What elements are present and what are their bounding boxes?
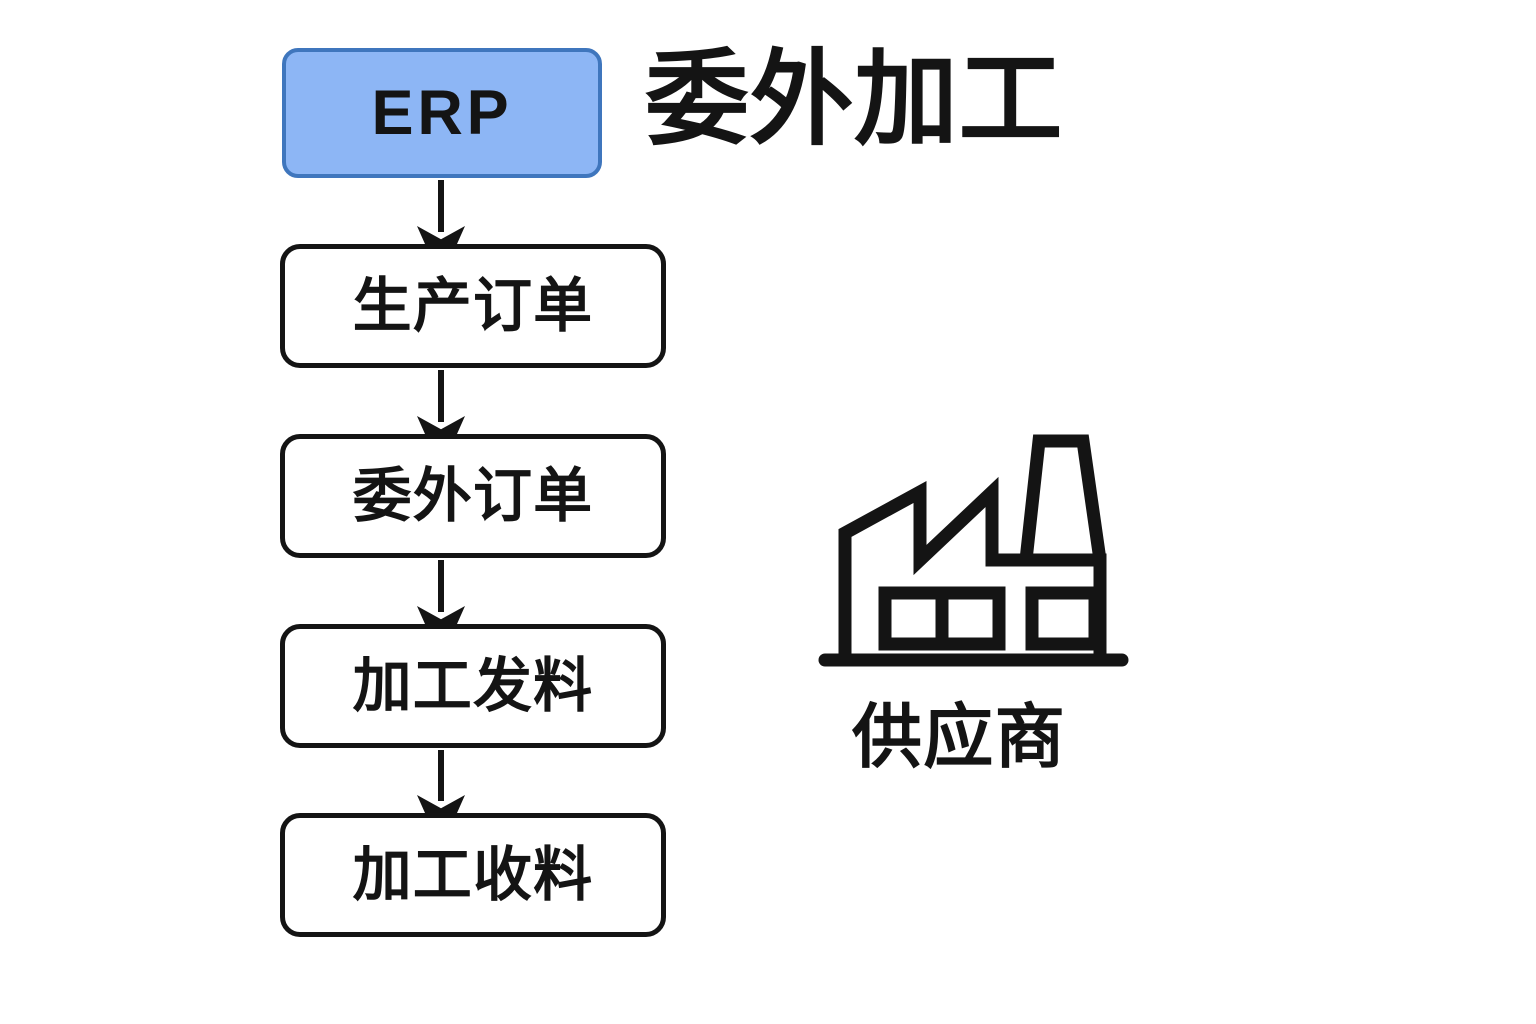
flow-node-erp[interactable]: ERP	[282, 48, 602, 178]
factory-icon	[818, 434, 1129, 667]
flow-node-material-receipt-label: 加工收料	[352, 841, 594, 908]
flow-node-material-issue-label: 加工发料	[352, 652, 594, 719]
flow-node-material-issue[interactable]: 加工发料	[280, 624, 666, 748]
flow-node-erp-label: ERP	[371, 78, 513, 148]
flow-node-outsourcing-order-label: 委外订单	[352, 462, 594, 529]
flow-node-production-order-label: 生产订单	[352, 272, 594, 339]
supplier-group: 供应商	[800, 420, 1160, 800]
page-title: 委外加工	[645, 42, 1064, 158]
flow-node-production-order[interactable]: 生产订单	[280, 244, 666, 368]
flow-node-outsourcing-order[interactable]: 委外订单	[280, 434, 666, 558]
supplier-label: 供应商	[851, 698, 1067, 776]
flow-node-material-receipt[interactable]: 加工收料	[280, 813, 666, 937]
